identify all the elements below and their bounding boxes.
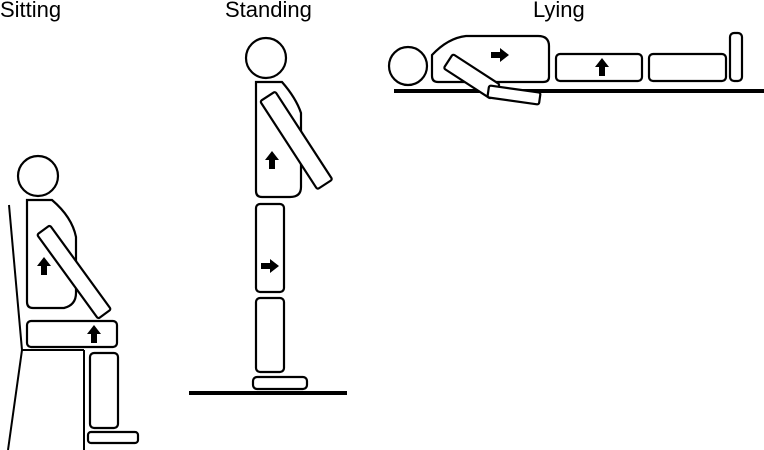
standing-shank [254,296,286,374]
standing-arm [259,91,333,190]
standing-head [244,36,288,80]
sitting-foot [86,430,140,445]
standing-figure [189,36,347,395]
lying-foot [728,31,744,83]
lying-figure [387,31,764,106]
posture-label-standing: Standing [225,0,312,22]
posture-label-lying: Lying [533,0,585,22]
standing-foot [251,375,309,391]
lying-shank [647,52,728,83]
lying-head [387,45,429,87]
sitting-figure [7,154,140,450]
sitting-thigh [25,319,119,349]
sitting-head [16,154,60,198]
posture-label-sitting: Sitting [0,0,62,22]
sitting-arm [36,224,112,320]
sitting-shank [88,351,120,430]
lying-hand [486,84,542,106]
chair [7,204,85,450]
standing-thigh [254,202,286,294]
